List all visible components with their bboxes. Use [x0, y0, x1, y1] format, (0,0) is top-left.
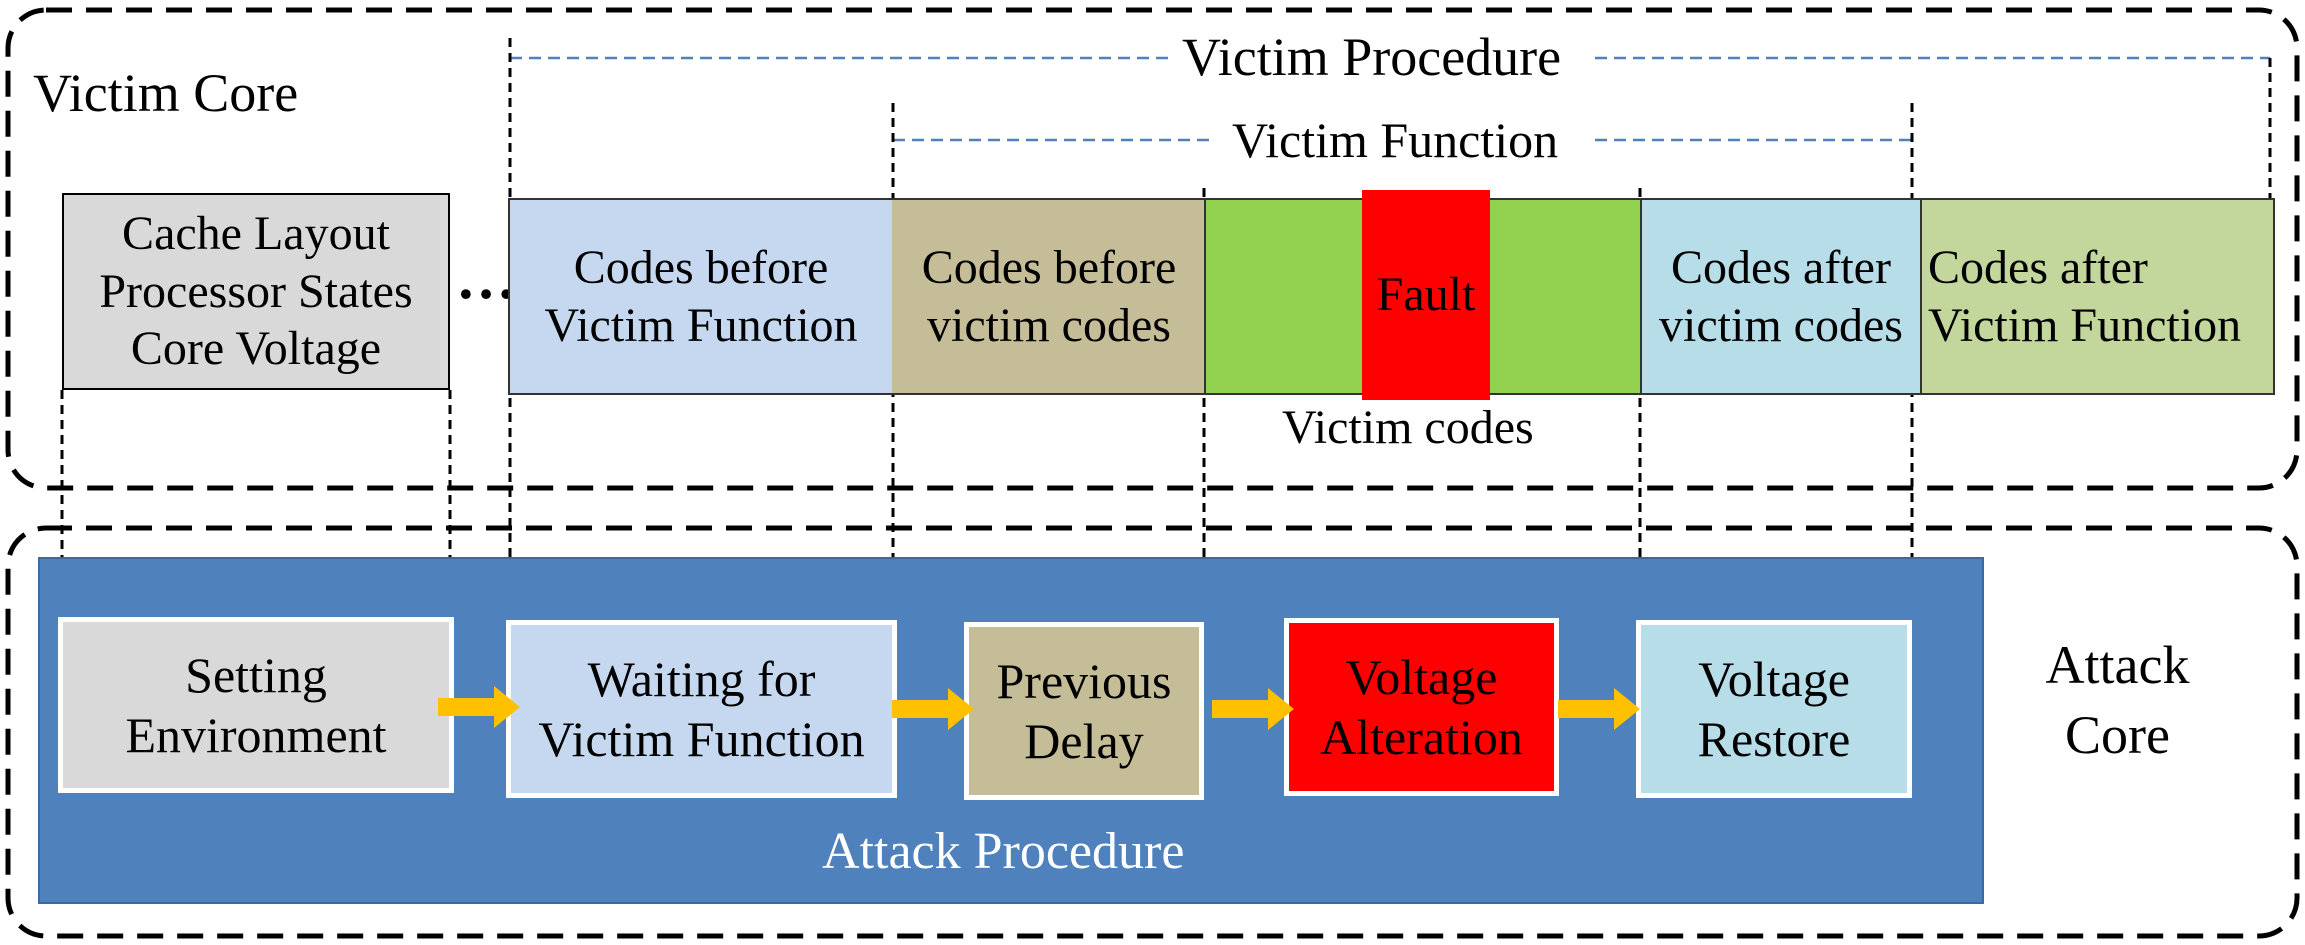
step-line: Alteration — [1320, 709, 1523, 765]
segment-line: Victim Function — [1928, 298, 2242, 352]
state-line-processor-states: Processor States — [99, 264, 413, 318]
victim-procedure-label: Victim Procedure — [1178, 30, 1566, 84]
segment-codes-before-victim-function: Codes before Victim Function — [508, 198, 894, 395]
flow-arrow-icon — [892, 688, 974, 730]
segment-line: victim codes — [1659, 298, 1903, 352]
step-line: Waiting for — [587, 651, 816, 707]
attack-core-container — [5, 525, 2300, 939]
step-line: Delay — [1024, 713, 1144, 769]
step-voltage-alteration: Voltage Alteration — [1284, 618, 1559, 796]
segment-line: Codes after — [1928, 240, 2148, 294]
step-waiting-for-victim-function: Waiting for Victim Function — [506, 620, 897, 798]
state-line-core-voltage: Core Voltage — [130, 322, 382, 376]
flow-arrow-icon — [1212, 688, 1294, 730]
attack-procedure-label: Attack Procedure — [822, 823, 1185, 880]
step-line: Environment — [125, 707, 387, 763]
victim-core-container — [5, 7, 2300, 491]
segment-codes-after-victim-codes: Codes after victim codes — [1642, 198, 1920, 395]
step-line: Voltage — [1698, 651, 1850, 707]
segment-codes-after-victim-function: Codes after Victim Function — [1920, 198, 2275, 395]
step-line: Restore — [1697, 711, 1851, 767]
victim-codes-label: Victim codes — [1282, 401, 1534, 454]
step-voltage-restore: Voltage Restore — [1636, 620, 1912, 798]
step-setting-environment: Setting Environment — [58, 617, 454, 793]
segment-line: Codes before — [573, 240, 829, 294]
attack-core-label: Attack Core — [2020, 630, 2215, 770]
flow-arrow-icon — [438, 686, 520, 728]
victim-function-label: Victim Function — [1228, 115, 1563, 165]
segment-line: Codes after — [1671, 240, 1891, 294]
segment-line: Codes before — [921, 240, 1177, 294]
flow-arrow-icon — [1558, 688, 1640, 730]
step-line: Setting — [185, 647, 327, 703]
state-line-cache-layout: Cache Layout — [122, 207, 390, 261]
step-line: Previous — [996, 653, 1172, 709]
step-previous-delay: Previous Delay — [964, 622, 1204, 800]
step-line: Victim Function — [538, 711, 865, 767]
ellipsis: … — [456, 245, 516, 311]
segment-fault: Fault — [1362, 190, 1490, 400]
attack-core-label-line: Core — [2065, 705, 2170, 766]
step-line: Voltage — [1345, 649, 1498, 705]
processor-state-box: Cache Layout Processor States Core Volta… — [62, 193, 450, 390]
segment-codes-before-victim-codes: Codes before victim codes — [892, 198, 1206, 395]
segment-line: victim codes — [927, 298, 1171, 352]
victim-core-label: Victim Core — [33, 63, 299, 123]
segment-line: Victim Function — [544, 298, 858, 352]
attack-core-label-line: Attack — [2045, 635, 2190, 695]
